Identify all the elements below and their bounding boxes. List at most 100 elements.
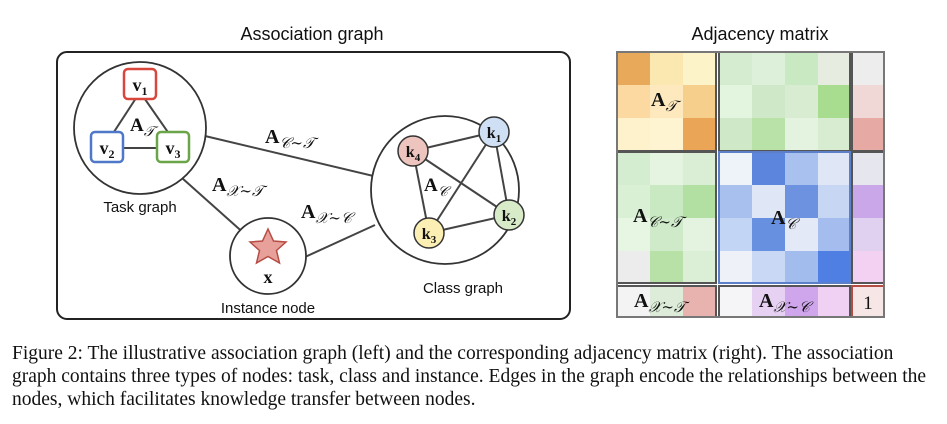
matrix-cell	[818, 52, 851, 85]
svg-text:k3: k3	[422, 226, 437, 246]
svg-text:v2: v2	[100, 138, 115, 161]
matrix-cell	[683, 251, 716, 284]
edge-instance-class	[304, 224, 376, 258]
task-node-v1	[122, 67, 158, 101]
edge-label-class-task: A𝒞∼𝒯	[265, 126, 319, 152]
matrix-cell	[785, 286, 818, 317]
svg-text:v1: v1	[133, 75, 148, 98]
matrix-cell	[852, 286, 885, 317]
matrix-cell	[785, 118, 818, 151]
task-node-v3	[155, 130, 191, 164]
matrix-cell	[683, 152, 716, 185]
matrix-cell	[818, 152, 851, 185]
task-graph-label: Task graph	[103, 199, 176, 216]
matrix-cell	[818, 286, 851, 317]
matrix-cell	[752, 286, 785, 317]
matrix-cell	[683, 218, 716, 251]
matrix-cell	[818, 85, 851, 118]
svg-text:k2: k2	[502, 208, 517, 228]
inter-graph-edges	[181, 135, 383, 258]
task-graph: A𝒯 v1 v2 v3 Task graph	[73, 61, 207, 216]
class-node-k4	[397, 135, 429, 167]
matrix-cell	[719, 152, 752, 185]
matrix-cell	[752, 118, 785, 151]
matrix-cell	[752, 185, 785, 218]
matrix-cell	[818, 118, 851, 151]
svg-text:v3: v3	[166, 138, 181, 161]
matrix-cell	[683, 118, 716, 151]
matrix-cell	[752, 218, 785, 251]
association-graph-figure: Association graph Adjacency matrix A𝒞∼𝒯 …	[56, 24, 885, 320]
class-graph: A𝒞 k1 k2 k3 k4 Class graph	[370, 115, 525, 297]
matrix-cell	[719, 118, 752, 151]
class-graph-label: Class graph	[423, 280, 503, 297]
adjacency-matrix-frame	[616, 51, 885, 318]
association-graph-panel	[56, 51, 571, 320]
matrix-label-instance-task: A𝒳∼𝒯	[634, 290, 690, 316]
matrix-cell	[683, 52, 716, 85]
association-graph-title: Association graph	[240, 24, 383, 44]
matrix-cell	[785, 85, 818, 118]
matrix-cell	[785, 52, 818, 85]
matrix-cell	[617, 218, 650, 251]
edge-label-instance-class: A𝒳∼𝒞	[301, 201, 356, 227]
edge-label-instance-task: A𝒳∼𝒯	[212, 174, 268, 200]
svg-text:k1: k1	[487, 125, 501, 145]
svg-text:k4: k4	[406, 144, 421, 164]
matrix-cell	[650, 118, 683, 151]
instance-symbol: x	[264, 267, 273, 287]
matrix-cell	[719, 85, 752, 118]
matrix-cell	[617, 52, 650, 85]
matrix-cell	[617, 185, 650, 218]
matrix-cell	[752, 251, 785, 284]
matrix-cell	[650, 152, 683, 185]
matrix-cell	[785, 218, 818, 251]
matrix-cell	[818, 251, 851, 284]
matrix-label-instance-class: A𝒳∼𝒞	[759, 290, 814, 316]
class-node-k2	[493, 199, 525, 231]
matrix-cell	[650, 218, 683, 251]
adjacency-matrix-title: Adjacency matrix	[691, 24, 828, 44]
matrix-cell	[852, 152, 885, 185]
adjacency-matrix-cells	[617, 52, 885, 317]
matrix-cell	[785, 251, 818, 284]
star-icon	[248, 227, 288, 265]
matrix-cell	[650, 52, 683, 85]
matrix-cell	[683, 185, 716, 218]
instance-node: x Instance node	[221, 217, 315, 317]
matrix-cell	[650, 251, 683, 284]
matrix-cell	[785, 185, 818, 218]
matrix-label-class-task: A𝒞∼𝒯	[633, 205, 687, 231]
edge-class-task	[204, 135, 383, 179]
class-node-k3	[413, 217, 445, 249]
matrix-cell	[785, 152, 818, 185]
matrix-cell	[683, 85, 716, 118]
matrix-cell	[683, 286, 716, 317]
matrix-cell	[852, 251, 885, 284]
matrix-cell	[752, 52, 785, 85]
matrix-cell	[719, 286, 752, 317]
matrix-cell	[617, 152, 650, 185]
matrix-cell	[617, 85, 650, 118]
matrix-cell	[852, 52, 885, 85]
matrix-label-self: 1	[863, 293, 873, 314]
matrix-cell	[752, 152, 785, 185]
matrix-cell	[852, 118, 885, 151]
instance-node-label: Instance node	[221, 300, 315, 317]
edge-instance-task	[181, 177, 248, 237]
matrix-cell	[719, 52, 752, 85]
matrix-cell	[719, 218, 752, 251]
matrix-cell	[752, 85, 785, 118]
task-node-v2	[89, 130, 125, 164]
matrix-cell	[617, 251, 650, 284]
matrix-cell	[650, 85, 683, 118]
matrix-cell	[852, 185, 885, 218]
matrix-cell	[719, 185, 752, 218]
matrix-cell	[852, 85, 885, 118]
matrix-cell	[852, 218, 885, 251]
matrix-cell	[617, 118, 650, 151]
matrix-cell	[818, 185, 851, 218]
matrix-cell	[617, 286, 650, 317]
matrix-cell	[650, 286, 683, 317]
matrix-cell	[719, 251, 752, 284]
